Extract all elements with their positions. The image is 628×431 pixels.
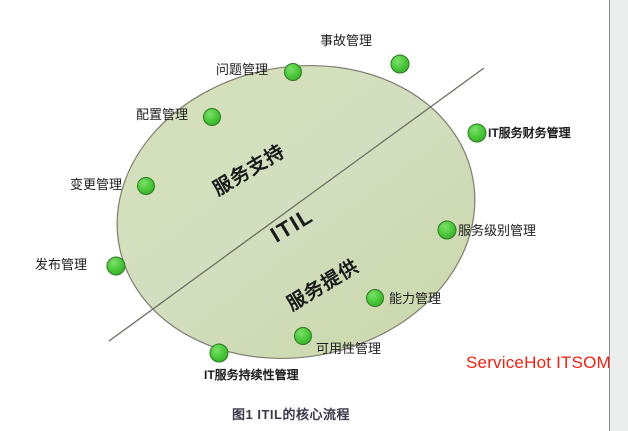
node-label-problem-management: 问题管理 — [216, 62, 269, 77]
node-label-service-level-management: 服务级别管理 — [458, 223, 537, 238]
node-it-service-financial-management — [467, 123, 487, 143]
itil-ellipse — [116, 64, 476, 360]
node-configuration-management — [203, 108, 221, 126]
node-label-it-service-continuity-management: IT服务持续性管理 — [204, 368, 299, 382]
node-incident-management — [390, 54, 410, 74]
node-group — [106, 54, 487, 363]
node-label-configuration-management: 配置管理 — [136, 107, 189, 122]
node-availability-management — [294, 327, 312, 345]
node-label-it-service-financial-management: IT服务财务管理 — [488, 126, 571, 140]
node-label-availability-management: 可用性管理 — [316, 341, 382, 356]
figure-caption: 图1 ITIL的核心流程 — [232, 407, 350, 422]
node-capacity-management — [366, 289, 384, 307]
node-release-management — [106, 256, 126, 276]
node-label-incident-management: 事故管理 — [320, 33, 373, 48]
node-label-capacity-management: 能力管理 — [389, 291, 442, 306]
page-right-gutter — [609, 0, 628, 431]
watermark-servicehot: ServiceHot ITSOM — [466, 353, 611, 372]
node-label-change-management: 变更管理 — [70, 177, 123, 192]
node-change-management — [137, 177, 155, 195]
node-service-level-management — [437, 220, 457, 240]
node-it-service-continuity-management — [209, 343, 229, 363]
divider-line — [108, 67, 485, 342]
node-label-release-management: 发布管理 — [35, 257, 88, 272]
node-problem-management — [284, 63, 302, 81]
